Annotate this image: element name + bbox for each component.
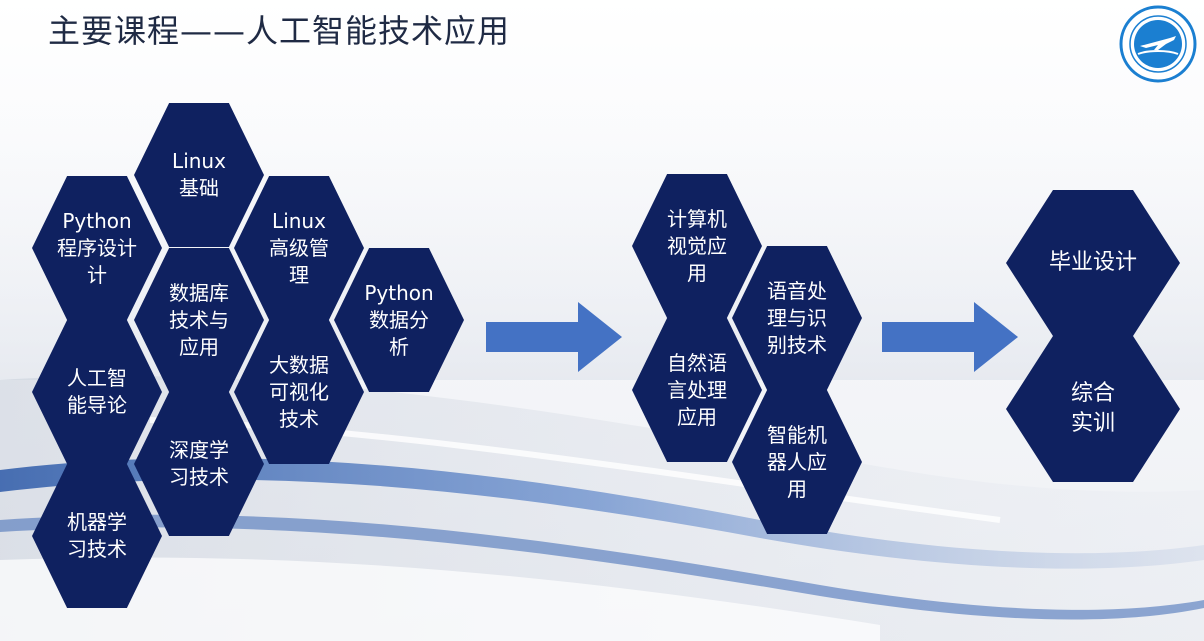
course-label: 机器学 习技术: [67, 510, 127, 561]
course-label: Linux 高级管 理: [269, 208, 329, 287]
school-emblem-icon: [1119, 5, 1197, 83]
course-label: Python 程序设计 计: [57, 208, 137, 287]
arrow-right-icon: [486, 302, 622, 372]
course-label: Linux 基础: [172, 149, 226, 200]
course-label: 计算机 视觉应 用: [667, 206, 727, 285]
arrow-right-icon: [882, 302, 1018, 372]
course-label: 人工智 能导论: [67, 366, 127, 417]
course-label: 自然语 言处理 应用: [667, 350, 727, 429]
course-label: 毕业设计: [1048, 250, 1137, 275]
course-label: Python 数据分 析: [364, 280, 434, 359]
course-label: 大数据 可视化 技术: [269, 352, 329, 431]
course-label: 数据库 技术与 应用: [169, 280, 229, 359]
course-label: 语音处 理与识 别技术: [767, 278, 827, 357]
page-title: 主要课程——人工智能技术应用: [48, 12, 511, 50]
course-label: 深度学 习技术: [169, 438, 229, 489]
course-label: 智能机 器人应 用: [767, 422, 827, 501]
course-label: 综合 实训: [1070, 381, 1115, 436]
